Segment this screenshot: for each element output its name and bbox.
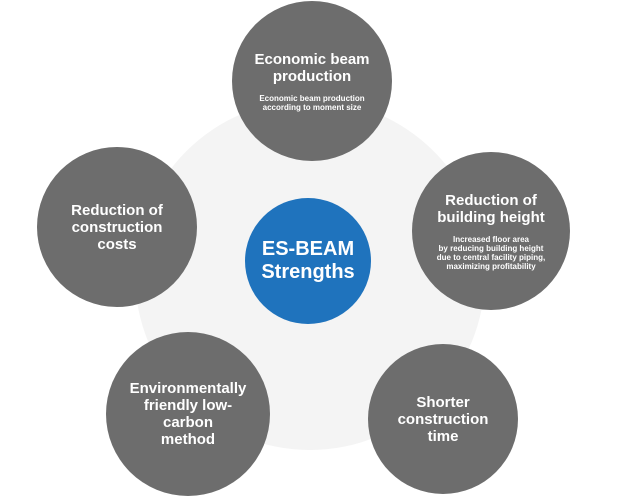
strength-reduction-of-building-height: Reduction of building height Increased f… [412,152,570,310]
strength-title: Shorter construction time [397,393,489,445]
strength-title: Environmentally friendly low-carbon meth… [129,380,247,448]
strength-low-carbon-method: Environmentally friendly low-carbon meth… [106,332,270,496]
strength-shorter-construction-time: Shorter construction time [368,344,518,494]
strength-reduction-of-construction-costs: Reduction of construction costs [37,147,197,307]
strength-title: Reduction of building height [437,191,545,226]
center-es-beam-strengths: ES-BEAM Strengths [245,198,371,324]
strength-description: Economic beam production according to mo… [259,93,365,112]
strength-title: Reduction of construction costs [71,201,163,253]
strength-economic-beam-production: Economic beam production Economic beam p… [232,1,392,161]
strength-description: Increased floor area by reducing buildin… [436,234,546,271]
strength-title: Economic beam production [254,50,370,85]
